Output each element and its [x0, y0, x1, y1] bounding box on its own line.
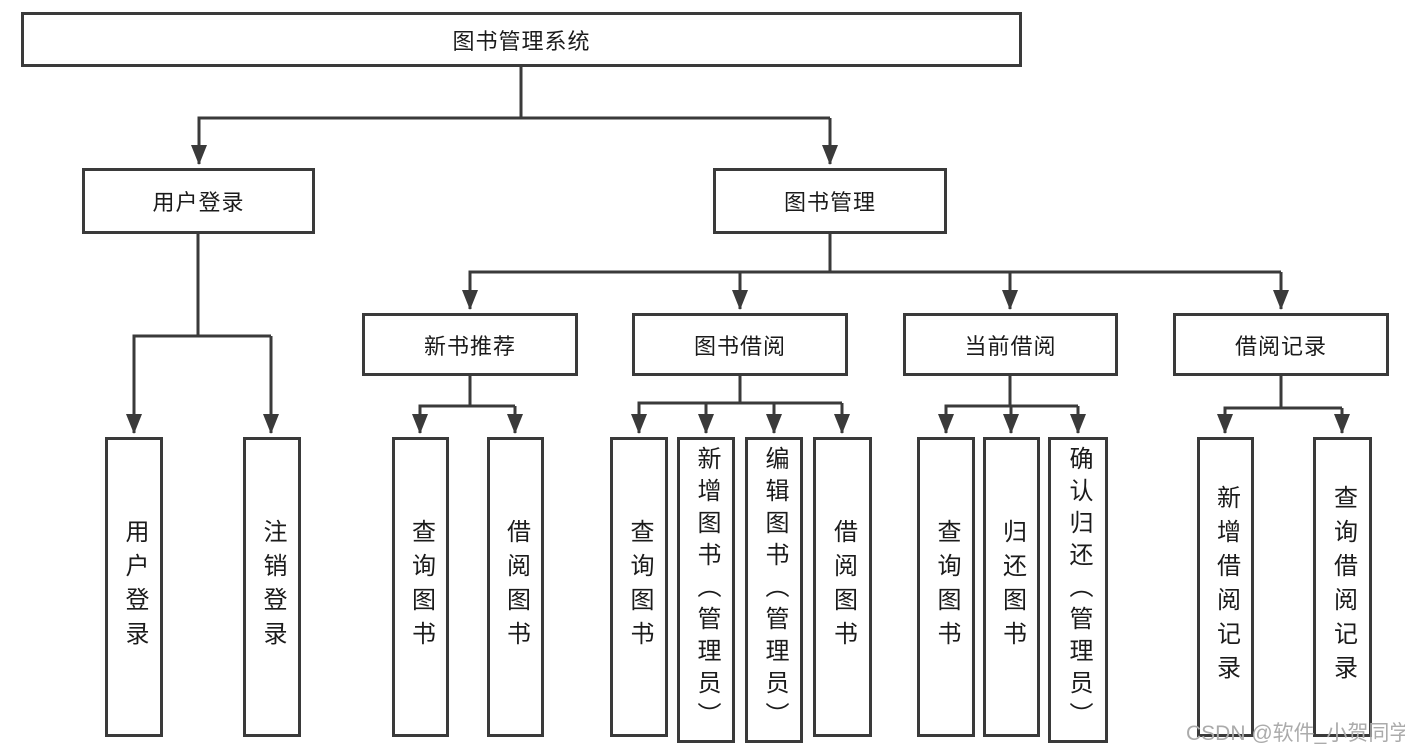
- node-book-management: 图书管理: [713, 168, 947, 234]
- node-label: 新增借阅记录: [1212, 485, 1240, 689]
- node-label: 编辑图书（管理员）: [761, 446, 788, 734]
- leaf-return-books: 归还图书: [983, 437, 1040, 737]
- node-label: 当前借阅: [964, 333, 1057, 359]
- node-label: 图书管理系统: [452, 28, 591, 54]
- node-label: 用户登录: [121, 519, 148, 655]
- node-label: 注销登录: [259, 519, 286, 655]
- node-book-borrow: 图书借阅: [632, 313, 848, 376]
- node-label: 确认归还（管理员）: [1065, 446, 1092, 734]
- node-label: 用户登录: [152, 190, 245, 215]
- node-label: 借阅图书: [829, 519, 857, 655]
- node-borrow-records: 借阅记录: [1173, 313, 1389, 376]
- node-label: 查询图书: [626, 519, 653, 655]
- node-label: 新增图书（管理员）: [693, 446, 720, 734]
- node-label: 查询借阅记录: [1329, 485, 1357, 689]
- watermark-text: CSDN @软件_小贺同学: [1186, 722, 1405, 745]
- node-label: 借阅图书: [502, 519, 530, 655]
- node-label: 图书借阅: [693, 333, 786, 359]
- node-label: 图书管理: [783, 190, 876, 215]
- node-label: 新书推荐: [423, 333, 516, 359]
- leaf-add-books-admin: 新增图书（管理员）: [677, 437, 735, 743]
- node-label: 借阅记录: [1234, 333, 1327, 359]
- leaf-edit-books-admin: 编辑图书（管理员）: [745, 437, 803, 743]
- leaf-confirm-return-admin: 确认归还（管理员）: [1048, 437, 1108, 743]
- node-label: 查询图书: [933, 519, 960, 655]
- node-label: 查询图书: [407, 519, 435, 655]
- node-new-book-recommend: 新书推荐: [362, 313, 578, 376]
- node-label: 归还图书: [998, 519, 1026, 655]
- leaf-query-books-recommend: 查询图书: [392, 437, 449, 737]
- leaf-borrow-books: 借阅图书: [813, 437, 872, 737]
- node-library-management-system: 图书管理系统: [21, 12, 1022, 67]
- node-current-borrow: 当前借阅: [903, 313, 1118, 376]
- leaf-query-books-borrow: 查询图书: [610, 437, 668, 737]
- leaf-add-borrow-record: 新增借阅记录: [1197, 437, 1254, 737]
- node-user-login: 用户登录: [82, 168, 315, 234]
- leaf-logout: 注销登录: [243, 437, 301, 737]
- leaf-query-books-current: 查询图书: [917, 437, 975, 737]
- leaf-user-login: 用户登录: [105, 437, 163, 737]
- leaf-borrow-books-recommend: 借阅图书: [487, 437, 544, 737]
- leaf-query-borrow-record: 查询借阅记录: [1313, 437, 1372, 737]
